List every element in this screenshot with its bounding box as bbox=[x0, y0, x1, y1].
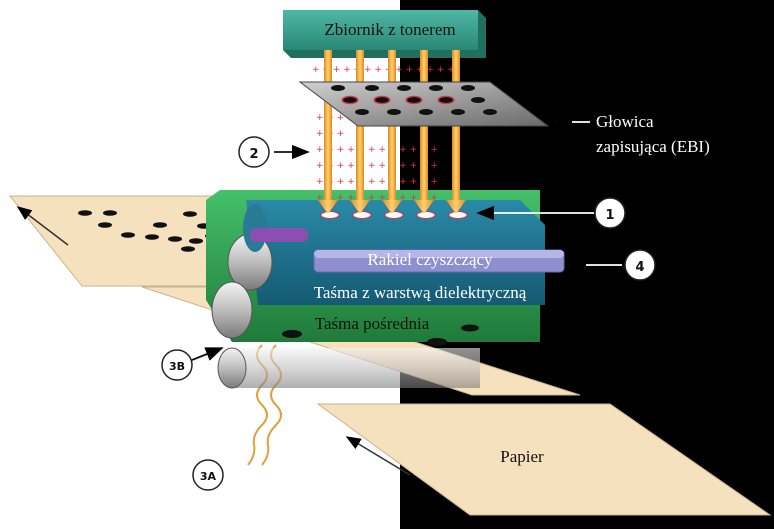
callout-2 bbox=[238, 136, 270, 168]
transfer-roller bbox=[217, 347, 480, 389]
charge-dots bbox=[320, 211, 468, 219]
cleaning-blade bbox=[313, 249, 565, 273]
svg-text:+ + + + + + + + + + + +: + + + + + + + + + + + + bbox=[316, 193, 438, 203]
svg-text:+ + + + + + + + + + + +: + + + + + + + + + + + + bbox=[316, 177, 438, 187]
callout-arrows bbox=[191, 114, 622, 361]
callout-1 bbox=[594, 197, 626, 229]
callout-4 bbox=[624, 249, 656, 281]
callout-1-label: 1 bbox=[605, 208, 614, 223]
cleaning-blade-label: Rakiel czyszczący bbox=[367, 250, 493, 269]
callout-3b bbox=[161, 349, 193, 381]
write-head-label-line1: Głowica bbox=[596, 112, 654, 131]
paper-sheet bbox=[316, 403, 772, 516]
callout-circles bbox=[161, 136, 656, 491]
svg-text:+ + + + + + + + + + + + + +: + + + + + + + + + + + + + + bbox=[312, 65, 455, 75]
feed-direction-arrow bbox=[345, 436, 411, 476]
callout-2-label: 2 bbox=[249, 147, 258, 162]
intermediate-belt-label: Taśma pośrednia bbox=[315, 314, 430, 333]
callout-3b-label: 3B bbox=[169, 360, 185, 373]
write-head bbox=[298, 81, 550, 127]
toner-tank bbox=[283, 10, 486, 58]
callout-3a bbox=[192, 459, 224, 491]
write-head-label-line2: zapisująca (EBI) bbox=[596, 137, 710, 156]
toner-tank-label: Zbiornik z tonerem bbox=[324, 20, 455, 39]
svg-text:+ + + + + + + + + + + +: + + + + + + + + + + + + bbox=[316, 145, 438, 155]
callout-4-label: 4 bbox=[635, 260, 644, 275]
dielectric-belt-label: Taśma z warstwą dielektryczną bbox=[314, 283, 527, 302]
svg-text:+ + + + + + + + + + + +: + + + + + + + + + + + + bbox=[316, 161, 438, 171]
charge-rod bbox=[250, 228, 308, 242]
paper-label: Papier bbox=[500, 447, 544, 466]
exit-direction-arrow bbox=[16, 206, 69, 246]
callout-3a-label: 3A bbox=[200, 470, 217, 483]
